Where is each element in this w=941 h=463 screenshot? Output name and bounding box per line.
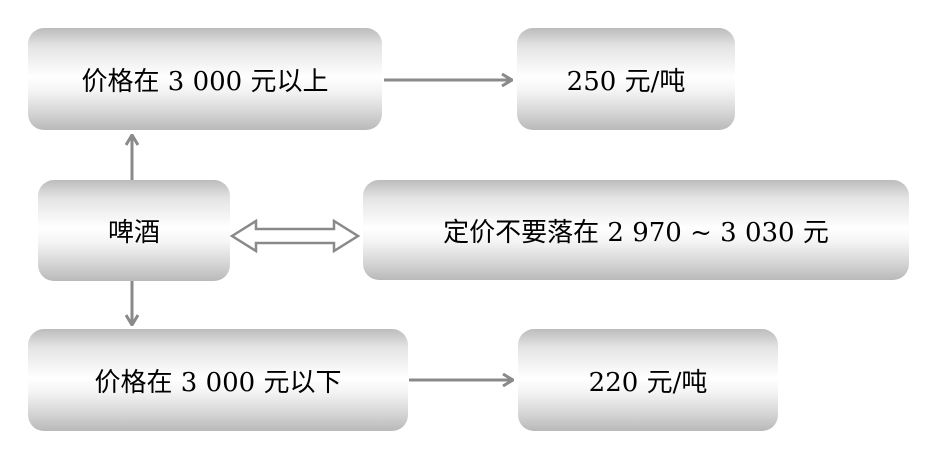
rate-above-box: 250 元/吨 [517,28,735,130]
beer-box: 啤酒 [38,180,230,281]
rate-below-box: 220 元/吨 [518,329,778,431]
beer-label: 啤酒 [107,218,160,248]
rate-below-label: 220 元/吨 [588,367,708,398]
pricing-rule-box: 定价不要落在 2 970 ~ 3 030 元 [363,180,909,280]
pricing-rule-label: 定价不要落在 2 970 ~ 3 030 元 [443,217,829,248]
double-arrow-beer-pricing [229,218,361,254]
price-above-box: 价格在 3 000 元以上 [28,28,382,130]
price-below-label: 价格在 3 000 元以下 [94,367,342,398]
price-above-label: 价格在 3 000 元以上 [81,66,329,97]
price-below-box: 价格在 3 000 元以下 [28,329,408,431]
rate-above-label: 250 元/吨 [566,66,686,97]
